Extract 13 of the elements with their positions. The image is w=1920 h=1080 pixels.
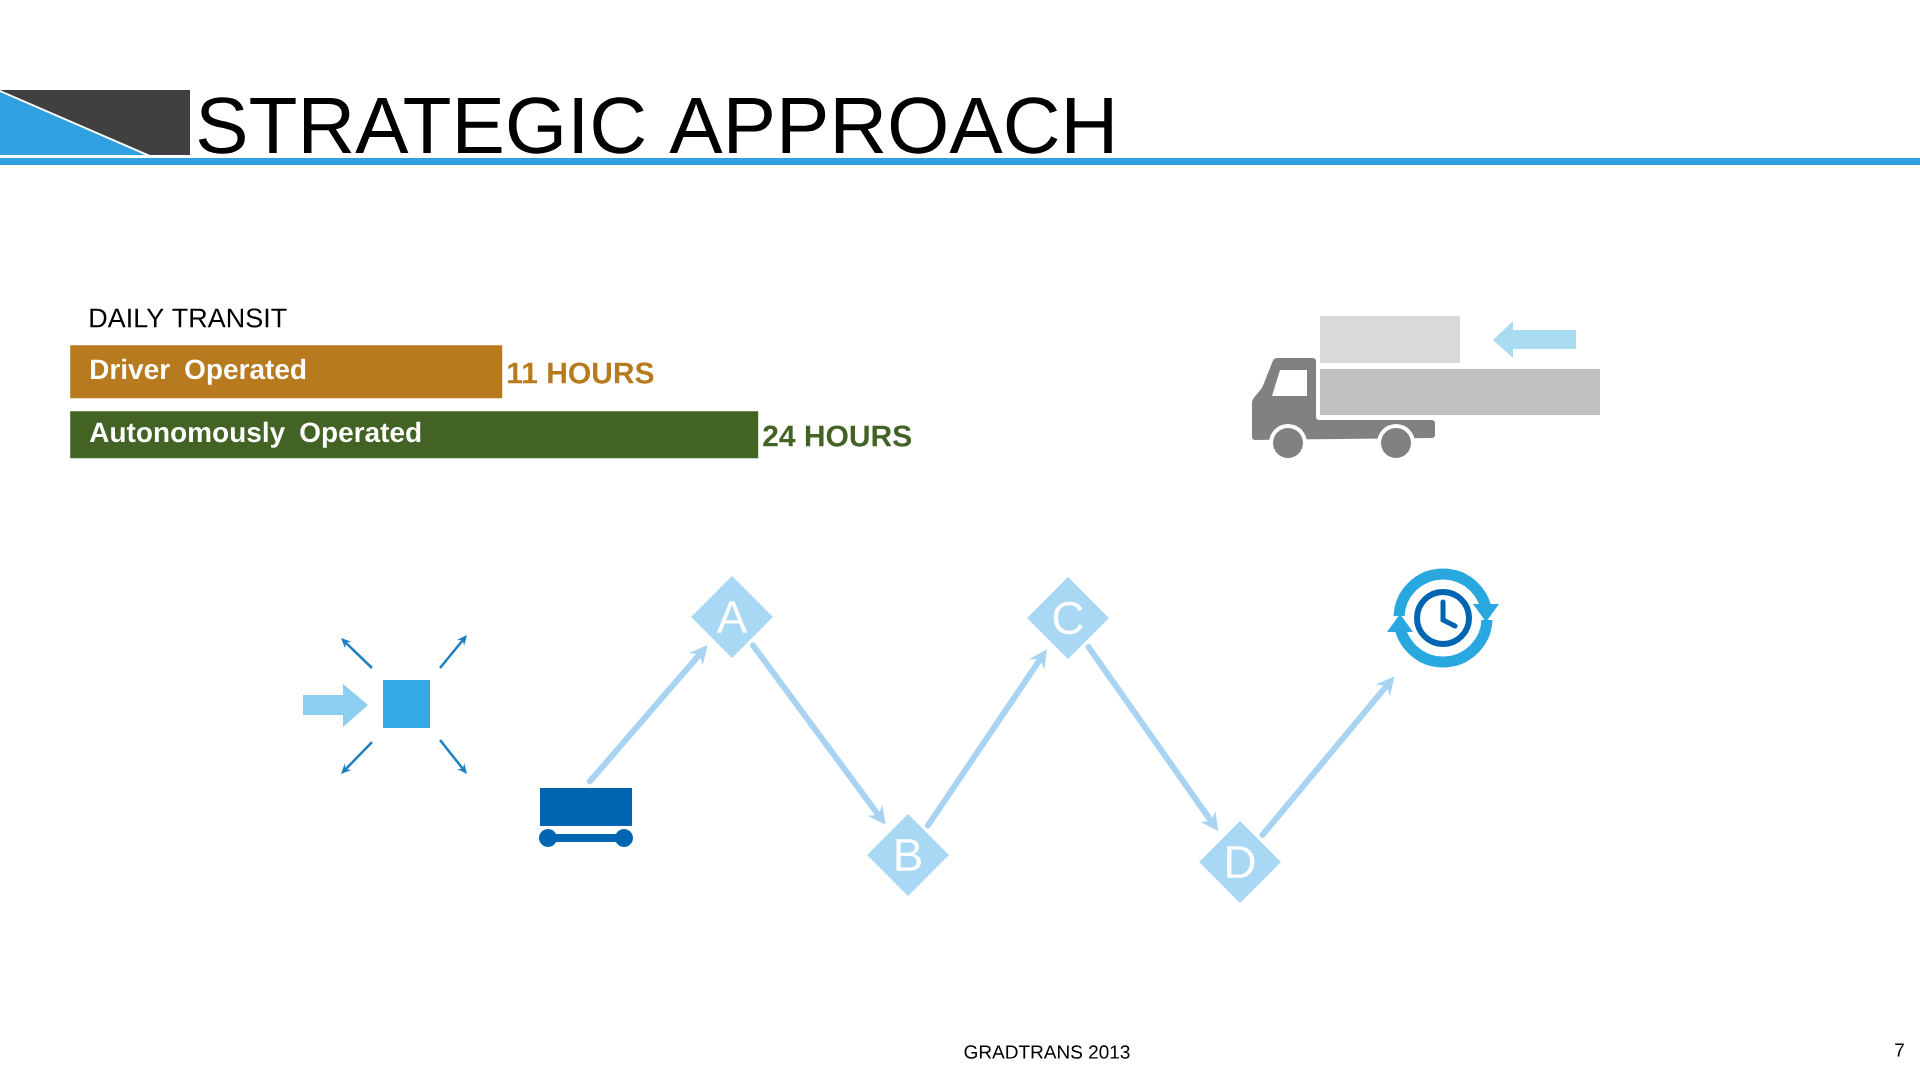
- slide-title: STRATEGIC APPROACH: [198, 97, 1112, 154]
- value-label: 24 HOURS: [763, 425, 912, 447]
- page-number: 7: [1895, 1043, 1904, 1057]
- diamond-node: D: [1199, 821, 1281, 903]
- clock-icon: [1387, 568, 1499, 668]
- diamond-node: B: [867, 814, 949, 896]
- footer-text: GRADTRANS 2013: [964, 1045, 1130, 1059]
- value-label: 11 HOURS: [508, 362, 654, 384]
- cart-icon: [539, 788, 633, 847]
- bar: Driver Operated: [70, 345, 503, 399]
- bar: Autonomously Operated: [70, 411, 759, 459]
- diamond-node: C: [1027, 577, 1109, 659]
- diamond-node: A: [691, 576, 773, 658]
